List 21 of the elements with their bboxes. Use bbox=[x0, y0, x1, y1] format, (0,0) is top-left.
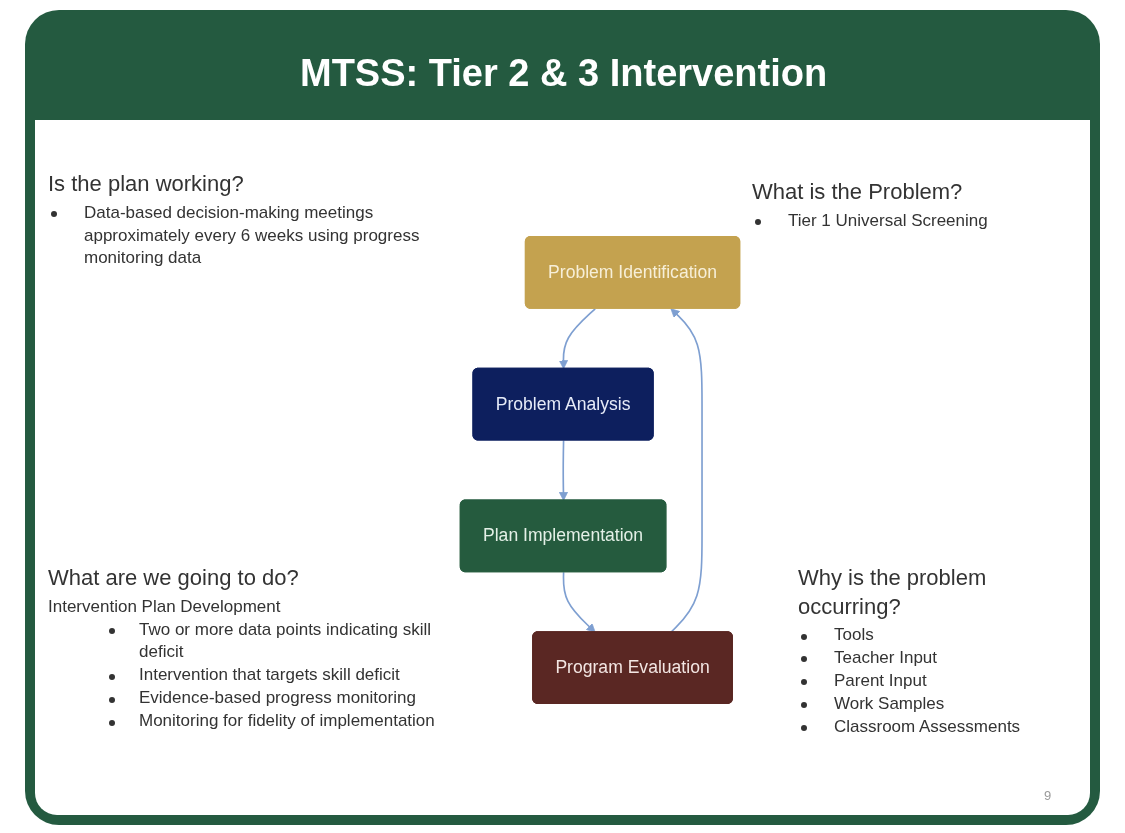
bullet-item: Classroom Assessments bbox=[798, 715, 1078, 739]
bullet-item: Tools bbox=[798, 624, 1078, 648]
bullet-item: Evidence-based progress monitoring bbox=[106, 687, 446, 711]
question-heading: What is the Problem? bbox=[752, 178, 964, 206]
bullet-item: Two or more data points indicating skill deficit bbox=[106, 618, 446, 665]
bullet-item: Intervention that targets skill deficit bbox=[106, 664, 446, 688]
bullet-item: Work Samples bbox=[798, 693, 1078, 716]
bullet-item: Tier 1 Universal Screening bbox=[752, 209, 1077, 233]
bullet-item: Monitoring for fidelity of implementation bbox=[106, 710, 446, 734]
bullet-item: Parent Input bbox=[798, 670, 1078, 693]
page-number: 9 bbox=[1044, 788, 1053, 803]
question-heading: Is the plan working? bbox=[48, 170, 245, 198]
question-heading: What are we going to do? bbox=[48, 564, 300, 592]
arrow bbox=[562, 571, 596, 633]
bullet-item: Teacher Input bbox=[798, 647, 1078, 671]
arrow bbox=[558, 308, 596, 370]
arrow bbox=[558, 439, 568, 501]
question-heading: Why is the problem occurring? bbox=[798, 564, 988, 621]
subheading: Intervention Plan Development bbox=[48, 595, 282, 618]
slide-title: MTSS: Tier 2 & 3 Intervention bbox=[300, 52, 828, 96]
bullet-item: Data-based decision-making meetings approximately every 6 weeks using progress monitoring data bbox=[48, 201, 420, 271]
